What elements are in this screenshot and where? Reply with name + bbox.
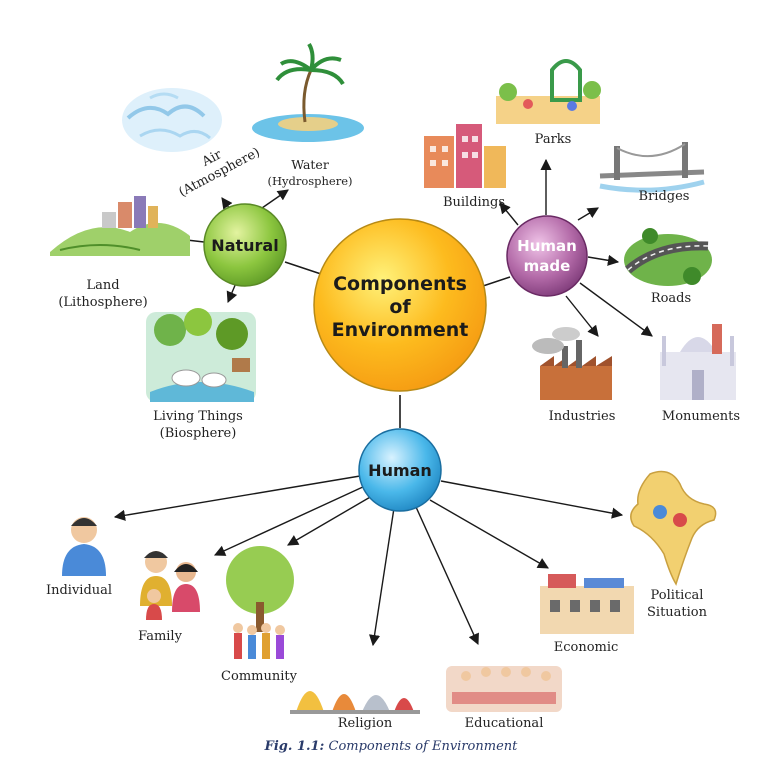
label-land: Land (Lithosphere) <box>50 277 156 311</box>
arrow-to-water <box>261 189 289 209</box>
living-things-illustration <box>146 308 256 402</box>
air-illustration <box>122 88 222 152</box>
individual-illustration <box>62 517 106 576</box>
label-water-line-1: Water <box>291 157 329 172</box>
arrow-to-educational <box>415 506 479 646</box>
label-land-line-1: Land <box>86 278 120 293</box>
label-parks: Parks <box>534 132 572 147</box>
label-roads: Roads <box>650 291 692 306</box>
water-illustration <box>252 42 364 142</box>
label-bridges: Bridges <box>638 189 690 204</box>
arrows <box>113 158 653 647</box>
bridges-illustration <box>599 142 705 193</box>
figure-caption-text: Components of Environment <box>324 739 518 754</box>
label-religion: Religion <box>337 716 393 731</box>
parks-illustration <box>496 59 601 124</box>
label-buildings: Buildings <box>442 195 506 210</box>
label-living-line-1: Living Things <box>153 409 243 424</box>
connectors <box>284 261 511 428</box>
monuments-illustration <box>660 324 736 400</box>
label-monuments: Monuments <box>661 409 741 424</box>
arrow-to-economic <box>429 499 549 569</box>
arrow-to-political <box>440 480 624 519</box>
figure-caption: Fig. 1.1: Components of Environment <box>0 739 782 754</box>
label-political-situation: Political Situation <box>636 587 718 621</box>
arrow-to-monuments <box>579 282 653 337</box>
center-line-2: of <box>389 296 411 318</box>
label-individual: Individual <box>45 583 113 598</box>
label-community: Community <box>221 669 297 684</box>
label-political-line-2: Situation <box>647 605 707 620</box>
arrow-to-living <box>226 282 238 304</box>
human-made-line-2: made <box>524 257 571 275</box>
center-line-3: Environment <box>332 319 469 341</box>
human-made-node: Human made <box>506 215 588 297</box>
arrow-to-roads <box>587 254 620 266</box>
roads-illustration <box>624 228 712 286</box>
community-illustration <box>226 546 294 659</box>
buildings-illustration <box>424 124 506 188</box>
label-water-line-2: (Hydrosphere) <box>267 174 353 188</box>
family-illustration <box>140 551 200 620</box>
arrow-to-community <box>287 495 373 546</box>
religion-illustration <box>290 691 420 714</box>
natural-label: Natural <box>211 236 278 255</box>
land-illustration <box>50 196 190 256</box>
human-made-line-1: Human <box>517 237 577 255</box>
label-land-line-2: (Lithosphere) <box>58 295 148 310</box>
center-line-1: Components <box>333 273 467 295</box>
arrow-to-buildings <box>499 202 519 226</box>
industries-illustration <box>532 327 612 400</box>
arrow-to-bridges <box>577 207 599 221</box>
label-economic: Economic <box>553 640 619 655</box>
label-living-things: Living Things (Biosphere) <box>146 408 250 442</box>
human-node: Human <box>358 428 442 512</box>
human-label: Human <box>368 461 432 480</box>
arrow-to-individual <box>113 475 361 521</box>
label-industries: Industries <box>548 409 616 424</box>
arrow-to-family <box>213 485 366 556</box>
educational-illustration <box>446 666 562 712</box>
arrow-to-industries <box>565 295 599 337</box>
figure-caption-prefix: Fig. 1.1: <box>264 739 325 754</box>
label-living-line-2: (Biosphere) <box>159 426 237 441</box>
label-educational: Educational <box>464 716 544 731</box>
economic-illustration <box>540 574 634 634</box>
arrow-to-religion <box>368 507 395 647</box>
natural-node: Natural <box>203 203 287 287</box>
center-node: Components of Environment <box>313 218 487 392</box>
label-political-line-1: Political <box>650 588 704 603</box>
political-illustration <box>630 470 717 586</box>
link-center-natural <box>284 261 325 276</box>
label-family: Family <box>138 629 182 644</box>
link-center-humanmade <box>479 276 511 288</box>
label-water: Water (Hydrosphere) <box>260 157 360 189</box>
